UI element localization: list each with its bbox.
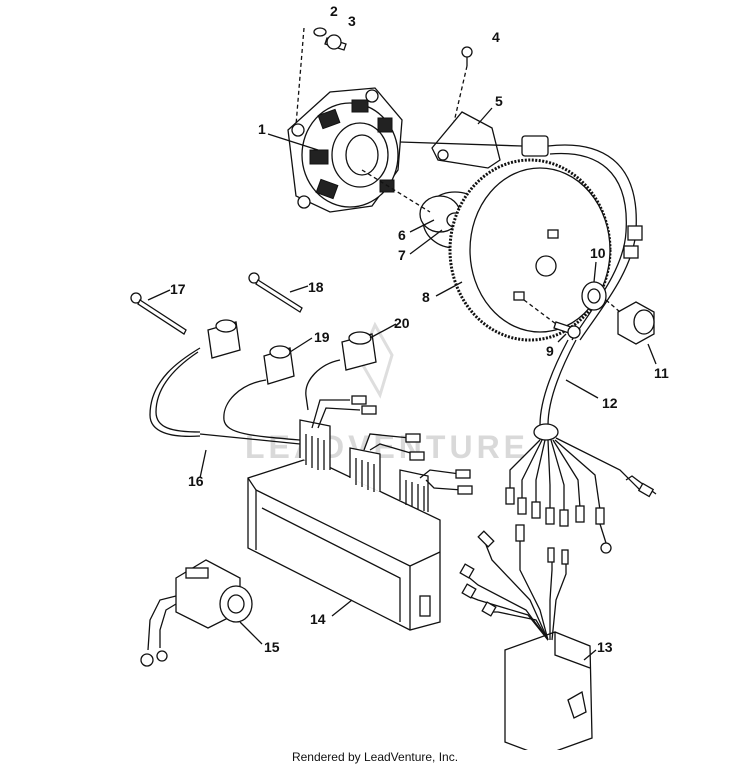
bolt-part-9 (553, 321, 581, 339)
footer-credit: Rendered by LeadVenture, Inc. (291, 750, 459, 764)
callout-16: 16 (188, 473, 204, 489)
screw-part-4 (461, 46, 473, 66)
module-part-13 (459, 524, 593, 750)
callout-19: 19 (314, 329, 330, 345)
nut-part-11 (617, 301, 655, 345)
screw-part-18 (248, 272, 303, 313)
callout-labels: 1 2 3 4 5 6 7 8 9 10 11 12 13 14 15 16 1… (170, 3, 669, 655)
callout-2: 2 (330, 3, 338, 19)
watermark-text: LEADVENTURE (245, 429, 529, 465)
callout-1: 1 (258, 121, 266, 137)
callout-3: 3 (348, 13, 356, 29)
callout-4: 4 (492, 29, 500, 45)
cdi-box-part-14 (247, 395, 473, 631)
callout-15: 15 (264, 639, 280, 655)
plug-wire-part-16 (149, 347, 341, 445)
washer-part-10 (581, 281, 607, 311)
bracket-part-5 (431, 111, 549, 169)
screw-part-3 (313, 27, 347, 51)
solenoid-part-15 (140, 559, 253, 667)
callout-10: 10 (590, 245, 606, 261)
callout-8: 8 (422, 289, 430, 305)
callout-14: 14 (310, 611, 326, 627)
flywheel-part-8 (448, 158, 612, 342)
plug-cap-19 (207, 319, 241, 359)
harness-part-12 (505, 339, 657, 554)
callout-12: 12 (602, 395, 618, 411)
callout-13: 13 (597, 639, 613, 655)
callout-17: 17 (170, 281, 186, 297)
callout-9: 9 (546, 343, 554, 359)
watermark: LEADVENTURE (245, 321, 529, 465)
callout-5: 5 (495, 93, 503, 109)
leader-lines (147, 107, 657, 661)
exploded-view-drawing: LEADVENTURE (130, 3, 669, 750)
screw-part-17 (130, 292, 187, 335)
callout-20: 20 (394, 315, 410, 331)
plug-cap-20 (341, 331, 377, 371)
callout-18: 18 (308, 279, 324, 295)
callout-6: 6 (398, 227, 406, 243)
callout-7: 7 (398, 247, 406, 263)
stator-part-1 (287, 87, 403, 213)
plug-cap-19b (263, 345, 295, 385)
callout-11: 11 (654, 365, 669, 381)
